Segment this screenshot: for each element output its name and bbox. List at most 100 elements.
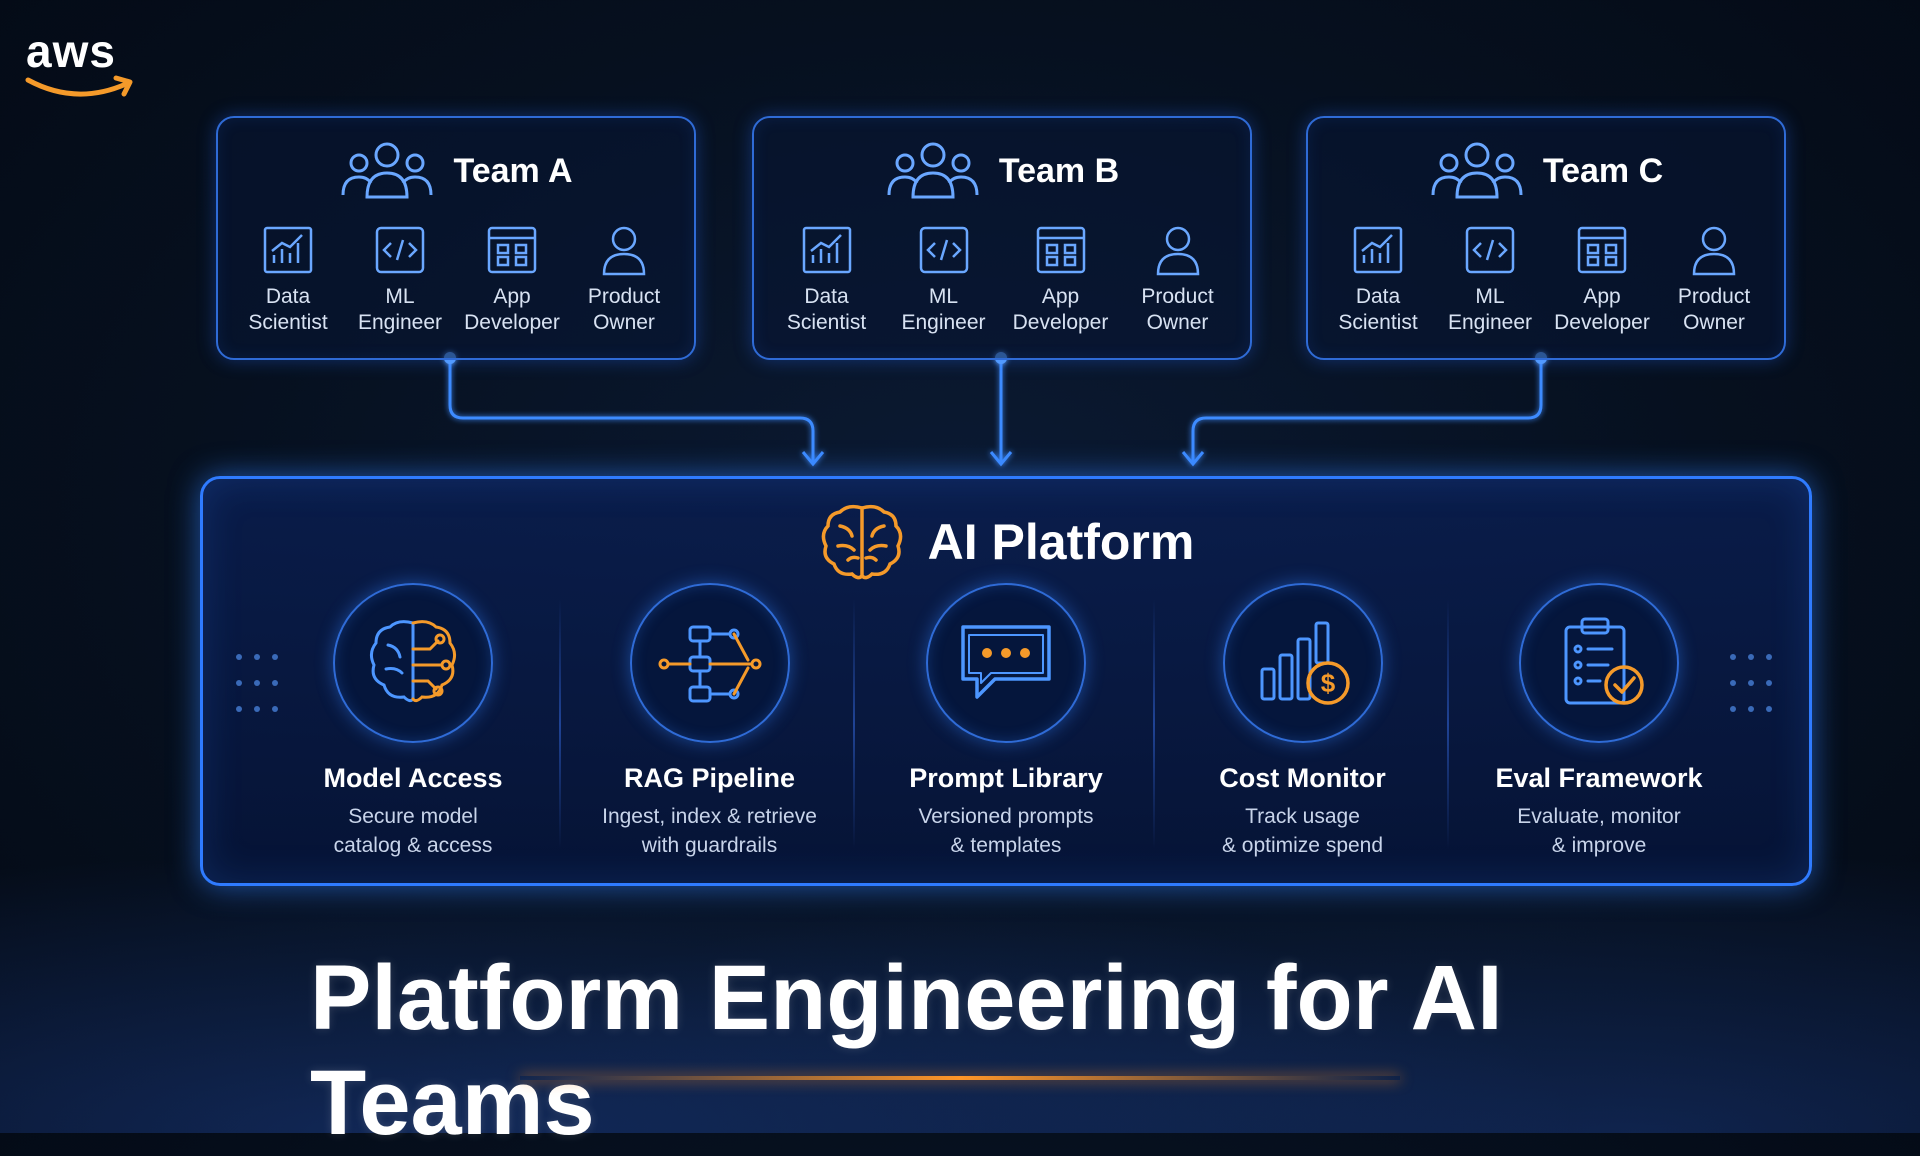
feature-rag-pipeline: RAG Pipeline Ingest, index & retrieve wit… <box>590 583 830 863</box>
decorative-dots-right <box>1730 654 1772 712</box>
person-icon <box>1123 222 1233 278</box>
feature-divider <box>1153 599 1155 849</box>
role-label-line2: Owner <box>593 311 655 334</box>
brain-icon <box>821 504 902 580</box>
role-label-line2: Developer <box>1554 311 1650 334</box>
app-window-icon <box>1547 222 1657 278</box>
platform-features: Model Access Secure model catalog & acces… <box>293 583 1719 863</box>
feature-desc-line2: & templates <box>950 834 1062 857</box>
person-icon <box>569 222 679 278</box>
team-title: Team A <box>453 151 573 190</box>
team-title: Team C <box>1542 151 1664 190</box>
app-window-icon <box>457 222 567 278</box>
cost-chart-icon: $ <box>1222 583 1383 743</box>
chart-icon <box>772 222 882 278</box>
code-icon <box>345 222 455 278</box>
feature-title: Cost Monitor <box>1219 763 1386 793</box>
code-icon <box>889 222 999 278</box>
feature-title: RAG Pipeline <box>623 763 796 793</box>
role-label-line2: Owner <box>1683 311 1745 334</box>
feature-divider <box>1447 599 1449 849</box>
platform-title: AI Platform <box>927 514 1195 570</box>
feature-cost-monitor: $ Cost Monitor Track usage & optimize spe… <box>1183 583 1423 863</box>
ai-platform-panel: AI Platform <box>200 476 1812 886</box>
role-label-line2: Developer <box>464 311 560 334</box>
feature-eval-framework: Eval Framework Evaluate, monitor & improv… <box>1479 583 1719 863</box>
brain-circuit-icon <box>333 583 493 743</box>
team-group-icon <box>1431 142 1523 199</box>
feature-desc-line1: Track usage <box>1245 805 1360 828</box>
role-label-line2: Engineer <box>901 311 986 334</box>
feature-prompt-library: Prompt Library Versioned prompts & templa… <box>886 583 1126 863</box>
role-label-line2: Scientist <box>1338 311 1418 334</box>
feature-desc-line1: Versioned prompts <box>918 805 1094 828</box>
feature-desc-line2: catalog & access <box>333 834 493 857</box>
team-title: Team B <box>998 151 1120 190</box>
team-group-icon <box>341 142 433 199</box>
role-ml-engineer: ML Engineer <box>345 222 455 336</box>
feature-desc-line2: & improve <box>1551 834 1647 857</box>
team-b-header: Team B <box>754 136 1250 206</box>
feature-divider <box>559 599 561 849</box>
role-ml-engineer: ML Engineer <box>889 222 999 336</box>
feature-model-access: Model Access Secure model catalog & acces… <box>293 583 533 863</box>
code-icon <box>1435 222 1545 278</box>
role-label-line1: ML <box>385 285 415 308</box>
role-label-line1: Product <box>587 285 661 308</box>
feature-title: Eval Framework <box>1495 763 1703 793</box>
role-label-line1: Data <box>265 285 311 308</box>
role-label-line2: Developer <box>1012 311 1109 334</box>
chat-bubble-icon <box>926 583 1086 743</box>
role-label-line1: App <box>1583 285 1621 308</box>
role-label-line1: Data <box>804 285 849 308</box>
role-label-line2: Engineer <box>357 311 443 334</box>
feature-desc-line1: Evaluate, monitor <box>1517 805 1681 828</box>
clipboard-check-icon <box>1519 583 1679 743</box>
role-label-line1: ML <box>1475 285 1505 308</box>
chart-icon <box>233 222 343 278</box>
team-group-icon <box>887 142 979 199</box>
role-label-line1: Product <box>1141 285 1214 308</box>
role-label-line2: Scientist <box>248 311 328 334</box>
aws-smile-icon <box>25 75 133 97</box>
feature-desc-line1: Secure model <box>348 805 478 828</box>
person-icon <box>1659 222 1769 278</box>
page-headline: Platform Engineering for AI Teams <box>310 947 1503 1154</box>
feature-divider <box>853 599 855 849</box>
feature-title: Model Access <box>323 763 503 793</box>
aws-logo-text: aws <box>26 25 116 77</box>
feature-desc-line1: Ingest, index & retrieve <box>602 805 817 828</box>
role-label-line2: Owner <box>1146 311 1209 334</box>
feature-desc-line2: & optimize spend <box>1221 834 1384 857</box>
feature-desc-line2: with guardrails <box>641 834 778 857</box>
role-label-line1: ML <box>928 285 959 308</box>
role-label-line1: Data <box>1355 285 1401 308</box>
headline-underline-glow <box>520 1076 1400 1080</box>
role-label-line2: Scientist <box>786 311 867 334</box>
aws-logo: aws <box>22 28 142 118</box>
feature-title: Prompt Library <box>909 763 1103 793</box>
svg-text:$: $ <box>1320 668 1335 698</box>
chart-icon <box>1323 222 1433 278</box>
role-label-line1: App <box>1041 285 1080 308</box>
platform-header: AI Platform <box>203 497 1809 587</box>
decorative-dots-left <box>236 654 278 712</box>
app-window-icon <box>1006 222 1116 278</box>
team-c-header: Team C <box>1308 136 1784 206</box>
